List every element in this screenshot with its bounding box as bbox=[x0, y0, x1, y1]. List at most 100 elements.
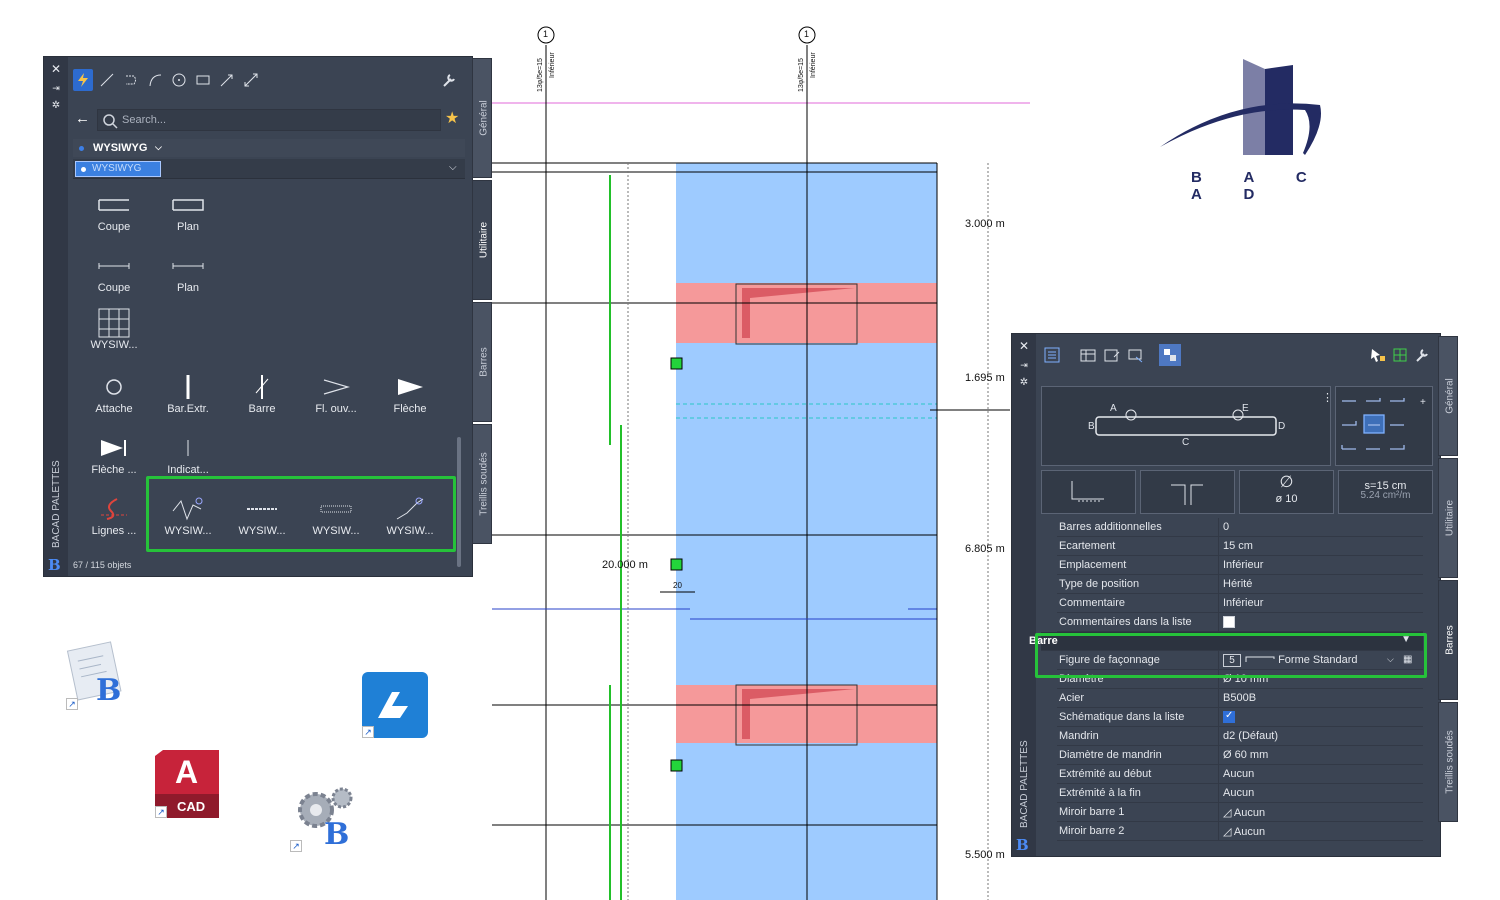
prop-row[interactable]: Miroir barre 2◿ Aucun bbox=[1057, 822, 1423, 841]
autocad-letter: A bbox=[175, 754, 199, 790]
item-label: WYSIW... bbox=[238, 525, 286, 537]
tab-treillis[interactable]: Treillis soudés bbox=[1438, 702, 1458, 822]
tab-utilitaire[interactable]: Utilitaire bbox=[472, 180, 492, 300]
palette-item-indicateur[interactable]: Indicat... bbox=[153, 432, 223, 488]
group-selector[interactable]: WYSIWYG ⌵ bbox=[73, 139, 465, 157]
double-arrow-tool-icon[interactable] bbox=[241, 69, 261, 91]
favorite-star-icon[interactable]: ★ bbox=[445, 110, 460, 127]
option-diameter[interactable]: ∅ ø 10 bbox=[1239, 470, 1334, 514]
palette-scrollbar[interactable] bbox=[457, 437, 461, 567]
palette-item-attache[interactable]: Attache bbox=[79, 371, 149, 427]
search-input[interactable] bbox=[122, 112, 422, 128]
tab-treillis[interactable]: Treillis soudés bbox=[472, 424, 492, 544]
palette-item-wysiwyg-4[interactable]: WYSIW... bbox=[375, 493, 445, 549]
autohide-icon[interactable]: ⇥ bbox=[52, 83, 60, 93]
dropdown-chevron-icon: ⌵ bbox=[449, 162, 457, 173]
back-arrow-icon[interactable]: ← bbox=[75, 110, 90, 127]
palette-item-coupe-dim[interactable]: Coupe bbox=[79, 250, 149, 306]
option-hook-start[interactable] bbox=[1041, 470, 1136, 514]
circle-tool-icon[interactable] bbox=[169, 69, 189, 91]
palette-item-coupe[interactable]: Coupe bbox=[79, 189, 149, 245]
search-box[interactable] bbox=[97, 109, 441, 131]
palette-item-barre[interactable]: Barre bbox=[227, 371, 297, 427]
palette-item-lignes[interactable]: Lignes ... bbox=[79, 493, 149, 549]
prop-row[interactable]: Schématique dans la liste bbox=[1057, 708, 1423, 727]
stirrup-icon bbox=[1171, 484, 1203, 505]
grip-2[interactable] bbox=[670, 558, 683, 571]
grid-table-icon bbox=[79, 307, 149, 339]
palette-item-fleche-ouverte[interactable]: Fl. ouv... bbox=[301, 371, 371, 427]
green-grid-icon[interactable] bbox=[1389, 344, 1411, 366]
palette-title-strip[interactable]: ✕ ⇥ ✲ BACAD PALETTES B bbox=[1012, 334, 1036, 856]
palette-item-fleche[interactable]: Flèche bbox=[375, 371, 445, 427]
palette-item-bar-extr[interactable]: Bar.Extr. bbox=[153, 371, 223, 427]
option-spacing[interactable]: s=15 cm 5.24 cm²/m bbox=[1338, 470, 1433, 514]
autocad-shortcut-icon[interactable]: A CAD ↗ bbox=[155, 750, 219, 818]
palette-item-plan-dim[interactable]: Plan bbox=[153, 250, 223, 306]
bricscad-shortcut-icon[interactable]: ↗ bbox=[362, 672, 428, 738]
palette-item-wysiwyg-grid[interactable]: WYSIW... bbox=[79, 307, 149, 363]
tab-barres[interactable]: Barres bbox=[472, 302, 492, 422]
wrench-icon[interactable] bbox=[439, 69, 459, 91]
arc-tool-icon[interactable] bbox=[145, 69, 165, 91]
lightning-icon[interactable] bbox=[73, 69, 93, 91]
grip-3[interactable] bbox=[670, 759, 683, 772]
prop-row-shape[interactable]: Figure de façonnage 5 Forme Standard ⌵ ▦ bbox=[1057, 651, 1423, 670]
autohide-icon[interactable]: ⇥ bbox=[1020, 360, 1028, 370]
line-tool-icon[interactable] bbox=[97, 69, 117, 91]
tab-general[interactable]: Général bbox=[472, 58, 492, 178]
palette-item-fleche-2[interactable]: Flèche ... bbox=[79, 432, 149, 488]
section-header-barre[interactable]: Barre▼ bbox=[1029, 632, 1423, 651]
wrench-icon[interactable] bbox=[1411, 344, 1433, 366]
close-icon[interactable]: ✕ bbox=[50, 62, 62, 76]
shape-number: 5 bbox=[1223, 654, 1241, 667]
bacad-drawing-shortcut-icon[interactable]: B ↗ bbox=[66, 640, 136, 710]
select-objects-icon[interactable] bbox=[1367, 344, 1389, 366]
table-pick-icon[interactable] bbox=[1125, 344, 1147, 366]
bar-shape-preview[interactable]: ⋮ A E B D C bbox=[1041, 386, 1333, 466]
option-stirrup[interactable] bbox=[1140, 470, 1235, 514]
list-icon[interactable] bbox=[1041, 344, 1063, 366]
subgroup-dropdown[interactable]: WYSIWYG ⌵ bbox=[73, 159, 465, 179]
palette-title-strip[interactable]: ✕ ⇥ ✲ BACAD PALETTES B bbox=[44, 57, 68, 576]
quick-select-icon[interactable] bbox=[1159, 344, 1181, 366]
prop-row[interactable]: Commentaires dans la liste bbox=[1057, 613, 1423, 632]
palette-item-plan[interactable]: Plan bbox=[153, 189, 223, 245]
polyline-tool-icon[interactable] bbox=[121, 69, 141, 91]
prop-row[interactable]: Miroir barre 1◿ Aucun bbox=[1057, 803, 1423, 822]
table-edit-icon[interactable] bbox=[1101, 344, 1123, 366]
settings-icon[interactable]: ✲ bbox=[51, 100, 61, 111]
axis-bubble-left bbox=[537, 26, 555, 44]
settings-icon[interactable]: ✲ bbox=[1019, 377, 1029, 388]
comments-checkbox[interactable] bbox=[1223, 616, 1235, 628]
draw-toolbar bbox=[73, 67, 261, 93]
palette-item-wysiwyg-1[interactable]: WYSIW... bbox=[153, 493, 223, 549]
palette-item-wysiwyg-2[interactable]: WYSIW... bbox=[227, 493, 297, 549]
palette-item-wysiwyg-3[interactable]: WYSIW... bbox=[301, 493, 371, 549]
tab-utilitaire[interactable]: Utilitaire bbox=[1438, 458, 1458, 578]
tab-general[interactable]: Général bbox=[1438, 336, 1458, 456]
tab-barres[interactable]: Barres bbox=[1438, 580, 1458, 700]
dim-label-1: 3.000 m bbox=[965, 218, 1005, 230]
table-icon[interactable] bbox=[1077, 344, 1099, 366]
bacad-settings-shortcut-icon[interactable]: B ↗ bbox=[290, 782, 360, 852]
dashed-bar-icon bbox=[227, 493, 297, 525]
schematic-checkbox[interactable] bbox=[1223, 710, 1235, 723]
shape-type-grid[interactable]: + bbox=[1335, 386, 1433, 466]
rectangle-tool-icon[interactable] bbox=[193, 69, 213, 91]
arrow-tool-icon[interactable] bbox=[217, 69, 237, 91]
bar-slash-icon bbox=[227, 371, 297, 403]
close-icon[interactable]: ✕ bbox=[1018, 339, 1030, 353]
grip-1[interactable] bbox=[670, 357, 683, 370]
